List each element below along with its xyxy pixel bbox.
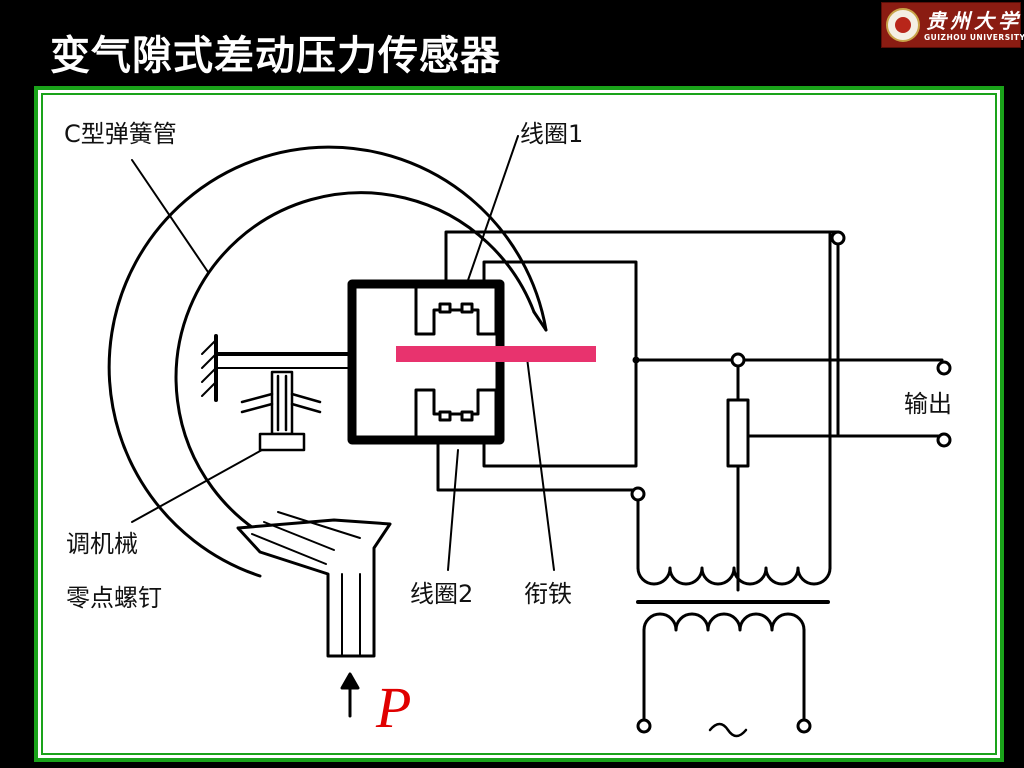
c-spring-tube-outer bbox=[107, 145, 548, 578]
label-output: 输出 bbox=[904, 390, 952, 418]
zero-adjust-screw bbox=[240, 370, 322, 452]
university-seal-icon bbox=[886, 8, 920, 42]
sensor-diagram bbox=[107, 135, 952, 738]
c-spring-tube bbox=[107, 145, 548, 578]
leader-zero-screw bbox=[131, 439, 281, 523]
label-coil-2: 线圈2 bbox=[410, 580, 474, 608]
diagram-panel: C型弹簧管 线圈1 输出 调机械 零点螺钉 线圈2 衔铁 P bbox=[34, 86, 1004, 762]
junction-node bbox=[730, 352, 746, 368]
pressure-arrow-head bbox=[340, 672, 360, 690]
mount-wall bbox=[201, 334, 218, 402]
c-spring-tube-inner bbox=[174, 191, 536, 544]
pressure-inlet-fitting bbox=[236, 511, 392, 658]
coil-1-wire-outer bbox=[444, 230, 840, 436]
label-armature: 衔铁 bbox=[524, 580, 572, 608]
transformer-primary bbox=[642, 612, 806, 632]
coil-2-core bbox=[414, 388, 498, 440]
junction-dot bbox=[632, 356, 640, 364]
label-c-spring-tube: C型弹簧管 bbox=[64, 120, 177, 148]
ac-terminal-right bbox=[796, 718, 812, 734]
c-spring-tube-cap bbox=[532, 310, 548, 332]
label-zero-screw-line1: 调机械 bbox=[66, 530, 138, 558]
terminal-top-right bbox=[830, 230, 846, 246]
logo-name-cn: 贵州大学 bbox=[926, 9, 1022, 33]
leader-coil-1 bbox=[465, 135, 519, 287]
armature-bar bbox=[396, 346, 596, 362]
output-terminal-1 bbox=[936, 360, 952, 376]
label-coil-1: 线圈1 bbox=[520, 120, 584, 148]
resistor bbox=[726, 398, 750, 468]
leader-armature bbox=[525, 349, 555, 571]
university-logo: 贵州大学 GUIZHOU UNIVERSITY bbox=[881, 2, 1024, 48]
leader-c-spring-tube bbox=[131, 159, 209, 273]
leader-coil-2 bbox=[447, 449, 459, 571]
label-zero-screw-line2: 零点螺钉 bbox=[66, 584, 162, 612]
transformer-secondary bbox=[636, 566, 832, 586]
terminal-mid-left bbox=[630, 486, 646, 502]
coil-1-core bbox=[414, 284, 498, 336]
ac-source-symbol bbox=[708, 722, 748, 738]
logo-name-en: GUIZHOU UNIVERSITY bbox=[924, 33, 1024, 42]
label-pressure: P bbox=[376, 675, 412, 740]
coil-1-wire-inner bbox=[482, 260, 638, 362]
ac-terminal-left bbox=[636, 718, 652, 734]
output-terminal-2 bbox=[936, 432, 952, 448]
slide-title: 变气隙式差动压力传感器 bbox=[50, 33, 501, 79]
coil-2-wire-inner bbox=[482, 358, 638, 468]
